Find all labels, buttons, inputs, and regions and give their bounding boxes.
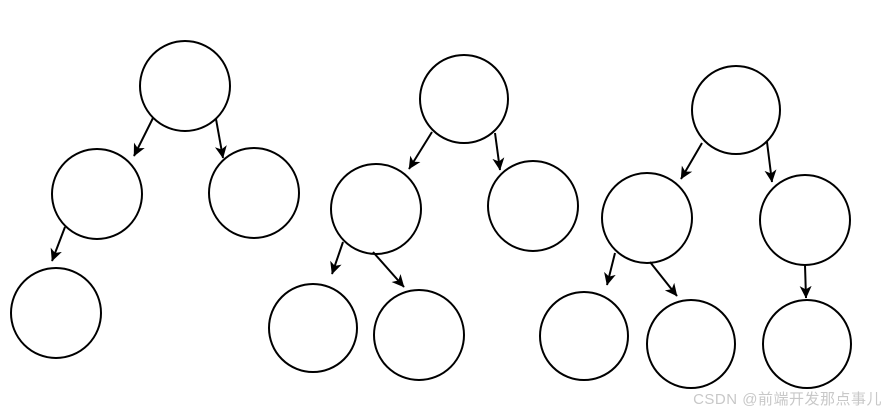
tree-1-node-root [139,40,231,132]
tree-3-edge-root-to-left [680,142,703,180]
tree-2-edge-left-to-left-left [330,241,344,275]
tree-2-edge-root-to-right [492,132,505,171]
tree-1-edge-left-to-left-left [50,226,66,262]
csdn-watermark: CSDN @前端开发那点事儿 [693,391,882,408]
tree-3-node-right [759,174,851,266]
tree-2-edge-left-to-left-right [372,251,405,288]
tree-1-node-left-left [10,267,102,359]
tree-2-edge-root-to-left [408,131,433,170]
tree-1-node-right [208,147,300,239]
tree-2-node-left-left [268,283,358,373]
tree-3-edge-root-to-right [764,141,777,183]
tree-3-node-left-right [646,299,736,389]
tree-3-edge-left-to-left-right [649,261,678,297]
tree-1-edge-root-to-right [214,118,227,159]
tree-3-node-left-left [539,291,629,381]
tree-3 [539,65,852,389]
tree-3-node-root [691,65,781,155]
tree-1-edge-root-to-left [133,117,154,157]
tree-3-node-right-child [762,299,852,389]
tree-3-node-left [601,172,693,264]
tree-3-edge-left-to-left-left [604,252,616,286]
tree-2-node-left-right [373,289,465,381]
tree-2 [268,54,579,381]
tree-2-node-root [419,54,509,144]
tree-1-node-left [51,148,143,240]
tree-2-node-right [487,160,579,252]
tree-3-edge-right-to-right-child [799,264,812,299]
tree-1 [10,40,300,359]
tree-2-node-left [330,163,422,255]
